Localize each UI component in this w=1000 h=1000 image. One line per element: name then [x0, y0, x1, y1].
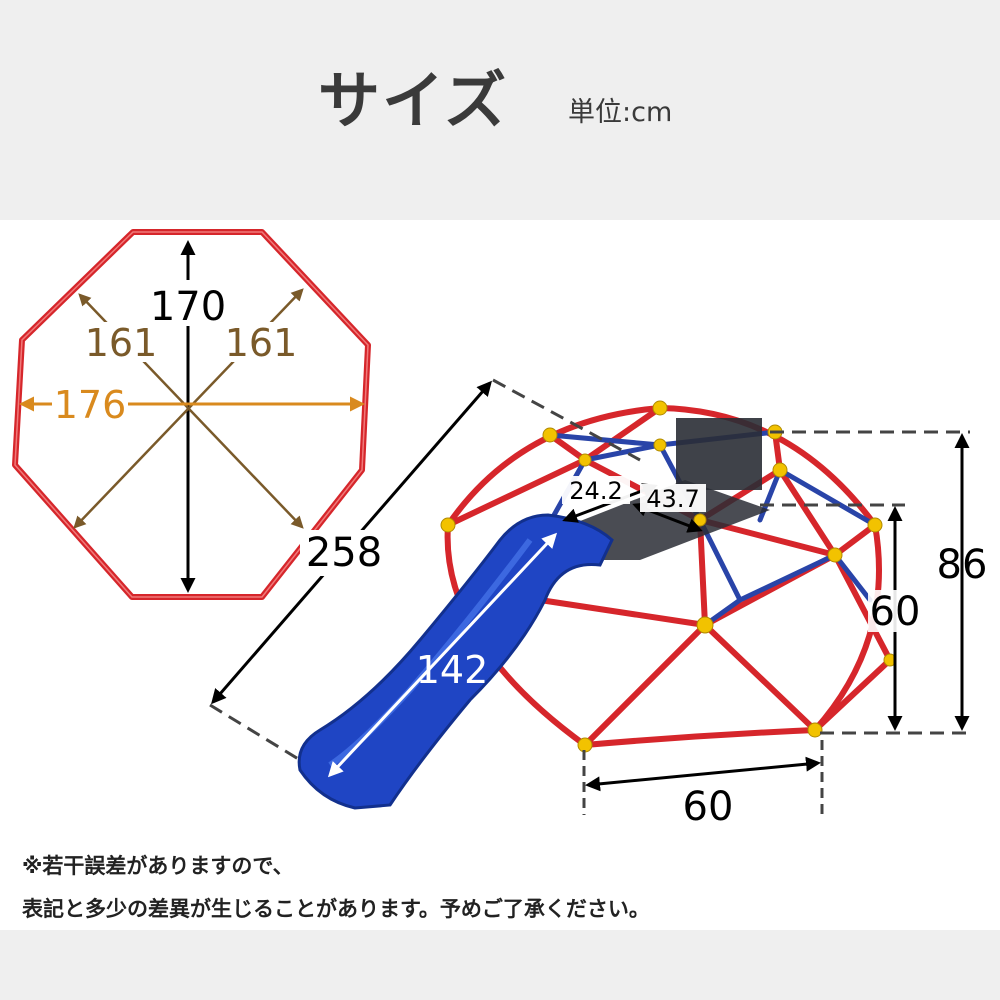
- dim-total-height: [770, 430, 970, 735]
- dim-slide-span: [209, 378, 641, 762]
- top-view: 170 161 161 176: [12, 229, 371, 600]
- label-platform-height: 60: [870, 589, 921, 635]
- disclaimer-line-1: ※若干誤差がありますので、: [22, 854, 294, 878]
- footer-band: [0, 930, 1000, 1000]
- label-deck-length: 43.7: [646, 485, 699, 513]
- disclaimer-line-2: 表記と多少の差異が生じることがあります。予めご了承ください。: [22, 897, 650, 921]
- label-base-width: 60: [683, 784, 734, 830]
- label-deck-width: 24.2: [569, 477, 622, 505]
- label-diag-left: 161: [85, 321, 158, 365]
- label-height: 170: [150, 284, 226, 330]
- label-diag-right: 161: [225, 321, 298, 365]
- dim-deck: [562, 476, 706, 533]
- net-back: [676, 418, 762, 490]
- label-width: 176: [54, 383, 127, 427]
- dim-platform-height: [760, 503, 922, 731]
- unit-label: 単位:cm: [568, 97, 673, 128]
- header-band: [0, 0, 1000, 220]
- label-total-height: 86: [937, 542, 988, 588]
- dim-base-width: [582, 740, 824, 815]
- label-slide-length: 142: [416, 648, 489, 692]
- page-title: サイズ: [318, 64, 509, 137]
- label-slide-span: 258: [306, 530, 382, 576]
